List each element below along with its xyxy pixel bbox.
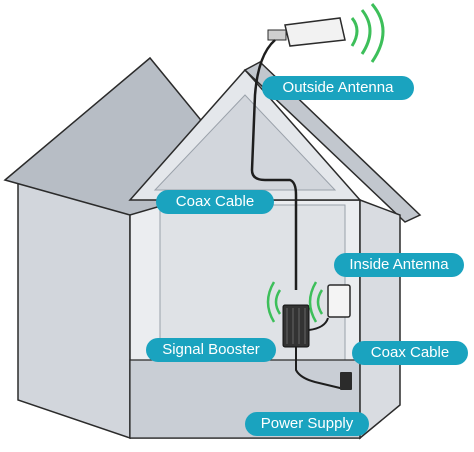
coax-cable-upper xyxy=(250,39,298,290)
label-power-supply: Power Supply xyxy=(245,412,369,436)
coax-cable-lower xyxy=(308,317,329,331)
label-coax-cable-lower: Coax Cable xyxy=(352,341,468,365)
inside-antenna-icon xyxy=(327,284,351,318)
house-right-wall xyxy=(359,198,401,440)
label-inside-antenna: Inside Antenna xyxy=(334,253,464,277)
roof-right-edge xyxy=(243,61,422,223)
house-interior-wall xyxy=(159,204,346,361)
outside-antenna-icon xyxy=(267,17,346,47)
signal-wave-icon xyxy=(350,3,385,63)
booster-signal-wave-icon xyxy=(266,281,282,323)
signal-booster-icon xyxy=(282,304,310,348)
label-outside-antenna: Outside Antenna xyxy=(262,76,414,100)
label-coax-cable-upper: Coax Cable xyxy=(156,190,274,214)
label-signal-booster: Signal Booster xyxy=(146,338,276,362)
power-adapter-icon xyxy=(340,372,352,390)
inside-antenna-wave-icon xyxy=(308,281,324,323)
